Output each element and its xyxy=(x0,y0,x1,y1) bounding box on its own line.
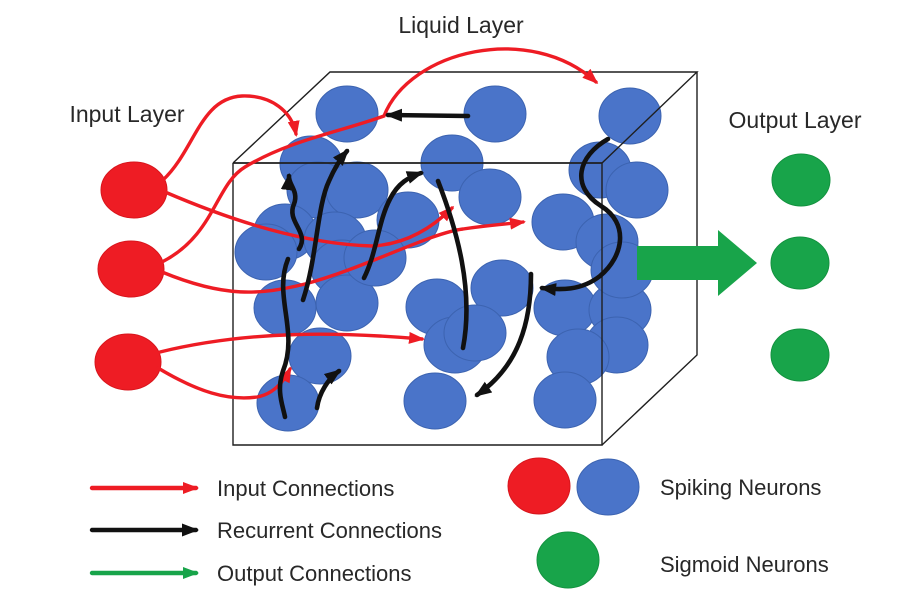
liquid-neuron xyxy=(470,259,534,317)
output-neuron xyxy=(770,236,830,290)
liquid-layer-title: Liquid Layer xyxy=(398,12,524,38)
legend-neuron-swatch-blue xyxy=(576,458,640,516)
recurrent-connection xyxy=(435,178,469,351)
input-neuron xyxy=(100,161,168,219)
output-layer-title: Output Layer xyxy=(729,107,862,133)
input-connection xyxy=(160,217,526,294)
liquid-neuron xyxy=(403,372,467,430)
output-neuron xyxy=(770,328,830,382)
legend-label: Output Connections xyxy=(217,561,411,586)
recurrent-connection xyxy=(539,136,623,297)
liquid-neuron xyxy=(288,327,352,385)
input-connection xyxy=(160,47,599,264)
liquid-neuron xyxy=(256,374,320,432)
box-edge xyxy=(601,72,698,446)
liquid-neuron xyxy=(463,85,527,143)
liquid-layer-box xyxy=(232,71,699,446)
recurrent-connection xyxy=(277,256,291,420)
liquid-neuron xyxy=(458,168,522,226)
legend-neuron-label: Spiking Neurons xyxy=(660,475,821,500)
liquid-neuron xyxy=(315,85,379,143)
legend-neuron-label: Sigmoid Neurons xyxy=(660,552,829,577)
output-connection-arrow xyxy=(637,230,757,296)
output-connection-block-arrow xyxy=(637,230,757,296)
legend-label: Input Connections xyxy=(217,476,394,501)
liquid-neuron xyxy=(533,371,597,429)
legend-neuron-swatch-red xyxy=(507,457,571,515)
liquid-neuron xyxy=(598,87,662,145)
liquid-neuron xyxy=(443,304,507,362)
recurrent-connection xyxy=(361,170,424,281)
input-neuron xyxy=(97,240,165,298)
input-layer-title: Input Layer xyxy=(69,101,184,127)
input-connection xyxy=(158,331,425,354)
liquid-neuron xyxy=(605,161,669,219)
legend-neuron-swatch-green xyxy=(536,531,600,589)
output-neuron xyxy=(771,153,831,207)
input-connection xyxy=(163,190,455,248)
liquid-neuron xyxy=(234,223,298,281)
recurrent-connection xyxy=(314,368,342,411)
input-layer-neurons xyxy=(94,161,168,391)
recurrent-connection xyxy=(385,108,471,122)
input-connection xyxy=(161,94,300,182)
recurrent-connection xyxy=(280,173,305,252)
recurrent-connection xyxy=(474,271,534,398)
recurrent-connection xyxy=(300,148,350,303)
recurrent-connection-arrows xyxy=(277,108,623,420)
output-layer-neurons xyxy=(770,153,831,382)
input-neuron xyxy=(94,333,162,391)
legend-label: Recurrent Connections xyxy=(217,518,442,543)
liquid-layer-neurons xyxy=(234,85,669,432)
